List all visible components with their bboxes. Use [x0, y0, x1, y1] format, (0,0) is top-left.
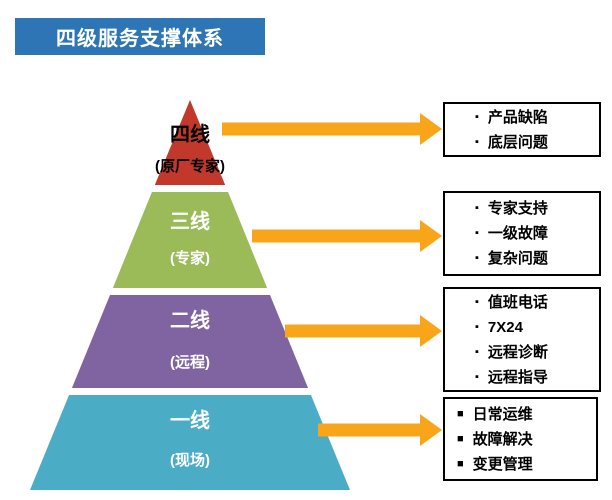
arrow-head-icon	[420, 315, 442, 347]
list-item-label: 远程指导	[487, 368, 548, 386]
bullet-icon: ▪	[475, 295, 479, 308]
info-list: ▪ 值班电话 ▪ 7X24 ▪ 远程诊断 ▪ 远程指导	[475, 290, 599, 390]
list-item: ▪ 远程指导	[475, 365, 599, 390]
info-list: ■ 日常运维 ■ 故障解决 ■ 变更管理	[457, 402, 596, 477]
list-item-label: 专家支持	[487, 200, 548, 217]
list-item-label: 产品缺陷	[487, 108, 548, 126]
bullet-icon: ▪	[475, 370, 479, 383]
list-item-label: 底层问题	[487, 133, 548, 151]
bullet-icon: ▪	[475, 320, 479, 333]
list-item: ■ 日常运维	[457, 402, 596, 427]
info-box-level3: ▪ 专家支持 ▪ 一级故障 ▪ 复杂问题	[443, 191, 601, 276]
info-box-level1: ■ 日常运维 ■ 故障解决 ■ 变更管理	[443, 397, 598, 481]
list-item-label: 变更管理	[472, 455, 533, 473]
arrow-head-icon	[420, 113, 442, 145]
arrow-shaft	[222, 122, 422, 136]
list-item-label: 7X24	[487, 318, 523, 336]
pyramid	[30, 100, 350, 490]
arrow-shaft	[252, 229, 422, 243]
list-item: ▪ 复杂问题	[475, 246, 599, 271]
info-box-level2: ▪ 值班电话 ▪ 7X24 ▪ 远程诊断 ▪ 远程指导	[443, 287, 601, 392]
bullet-icon: ▪	[475, 252, 479, 264]
info-box-level4: ▪ 产品缺陷 ▪ 底层问题	[443, 102, 601, 157]
list-item-label: 日常运维	[472, 405, 533, 423]
bullet-icon: ■	[457, 457, 464, 470]
list-item-label: 复杂问题	[487, 250, 548, 267]
list-item: ▪ 7X24	[475, 315, 599, 340]
arrow-level1-icon	[318, 414, 442, 446]
bullet-icon: ■	[457, 432, 464, 445]
arrow-level2-icon	[285, 315, 442, 347]
list-item: ▪ 一级故障	[475, 221, 599, 246]
info-list: ▪ 产品缺陷 ▪ 底层问题	[475, 105, 599, 155]
list-item-label: 值班电话	[487, 293, 548, 311]
arrow-shaft	[318, 423, 422, 437]
diagram-title: 四级服务支撑体系	[56, 28, 224, 50]
bullet-icon: ▪	[475, 345, 479, 358]
bullet-icon: ▪	[475, 227, 479, 239]
arrow-shaft	[285, 324, 422, 338]
arrow-head-icon	[420, 220, 442, 252]
arrow-head-icon	[420, 414, 442, 446]
arrow-level3-icon	[252, 220, 442, 252]
list-item: ■ 变更管理	[457, 452, 596, 477]
list-item: ■ 故障解决	[457, 427, 596, 452]
bullet-icon: ■	[457, 407, 464, 420]
list-item: ▪ 远程诊断	[475, 340, 599, 365]
list-item-label: 远程诊断	[487, 343, 548, 361]
list-item: ▪ 底层问题	[475, 130, 599, 155]
info-list: ▪ 专家支持 ▪ 一级故障 ▪ 复杂问题	[475, 196, 599, 271]
list-item: ▪ 值班电话	[475, 290, 599, 315]
arrow-level4-icon	[222, 113, 442, 145]
title-banner: 四级服务支撑体系	[15, 18, 265, 55]
list-item-label: 一级故障	[487, 225, 548, 242]
pyramid-level-line1-shape	[30, 395, 350, 490]
bullet-icon: ▪	[475, 135, 479, 148]
list-item: ▪ 产品缺陷	[475, 105, 599, 130]
bullet-icon: ▪	[475, 202, 479, 214]
bullet-icon: ▪	[475, 110, 479, 123]
list-item-label: 故障解决	[472, 430, 533, 448]
list-item: ▪ 专家支持	[475, 196, 599, 221]
pyramid-level-line2-shape	[71, 295, 309, 388]
